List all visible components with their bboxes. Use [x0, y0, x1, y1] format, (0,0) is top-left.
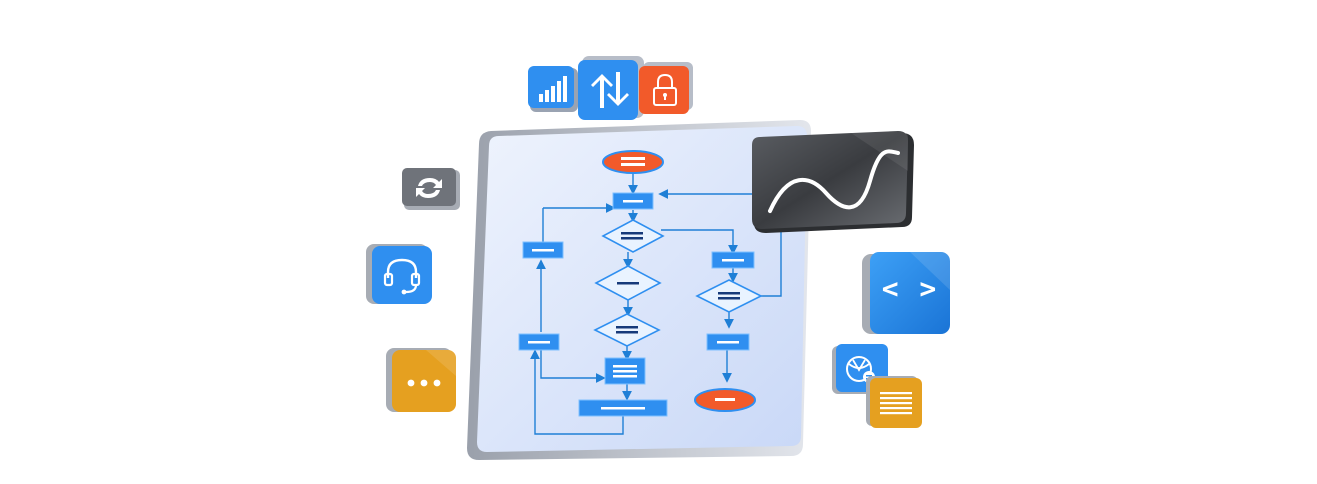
flow-process-box	[612, 192, 654, 210]
flow-decision	[695, 279, 763, 313]
padlock-tile	[639, 62, 693, 114]
document-lines-icon	[866, 376, 922, 428]
flow-process-box	[711, 251, 755, 269]
padlock-icon	[639, 62, 693, 114]
code-brackets-icon	[862, 252, 950, 334]
document-lines-tile	[866, 374, 922, 428]
sync-arrows-tile	[402, 168, 460, 210]
flow-process-box	[522, 241, 564, 259]
flow-process-box	[518, 333, 560, 351]
flow-decision	[594, 265, 662, 301]
headset-tile	[366, 242, 434, 306]
flow-connector	[661, 229, 738, 255]
flow-connector	[540, 350, 606, 383]
signal-bars-icon	[528, 66, 578, 112]
signal-bars-tile	[528, 66, 580, 114]
sine-wave-icon	[752, 131, 914, 233]
up-down-arrows-icon	[578, 56, 644, 120]
flow-connector	[658, 189, 782, 297]
ellipsis-tile	[386, 346, 458, 414]
flowchart	[518, 150, 782, 435]
flow-process-box	[578, 399, 668, 417]
headset-icon	[366, 244, 432, 304]
up-down-arrows-tile	[578, 54, 644, 120]
sine-wave-card	[748, 131, 916, 235]
code-glyph: < >	[881, 272, 939, 305]
code-brackets-tile: < >	[862, 250, 952, 336]
flow-decision	[601, 219, 665, 253]
flow-end-terminator	[694, 388, 756, 412]
flow-process-box	[706, 333, 750, 351]
flow-start-terminator	[602, 150, 664, 174]
sync-arrows-icon	[402, 168, 460, 210]
flow-decision	[593, 313, 661, 347]
ellipsis-icon	[386, 348, 456, 412]
flow-document-box	[604, 357, 646, 385]
flow-connector	[530, 349, 624, 435]
